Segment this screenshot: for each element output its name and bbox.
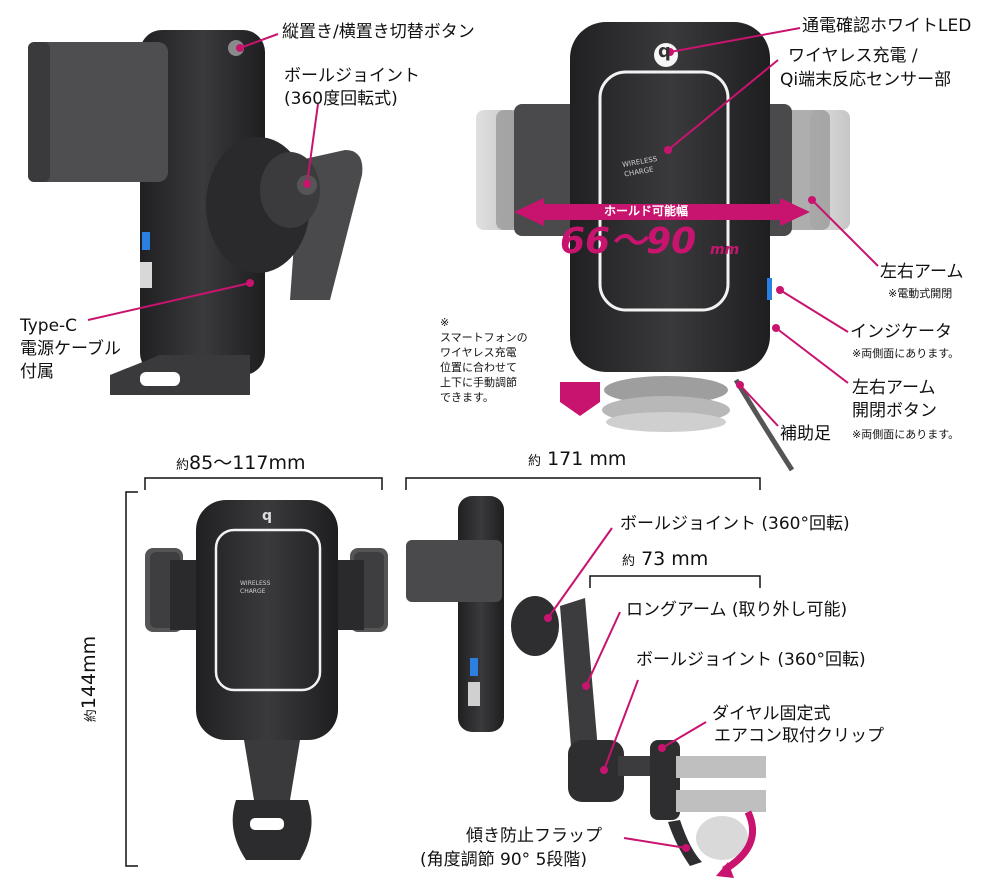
label-clip-2: エアコン取付クリップ	[714, 726, 884, 746]
label-orientation-button: 縦置き/横置き切替ボタン	[282, 22, 475, 42]
label-ball-joint-low: ボールジョイント (360°回転)	[636, 650, 866, 670]
label-indicator: インジケータ	[850, 322, 952, 342]
qi-icon: q	[658, 41, 671, 62]
leader-dots	[236, 44, 816, 852]
label-indicator-note: ※両側面にあります。	[852, 347, 960, 360]
label-arm-button-2: 開閉ボタン	[852, 401, 937, 421]
label-arms: 左右アーム	[880, 262, 964, 282]
charger-text-small-1: WIRELESS	[240, 580, 271, 587]
label-qi-sensor: Qi端末反応センサー部	[780, 70, 952, 90]
label-type-c-included: 付属	[20, 362, 54, 382]
dimension-width: 約85〜117mm	[176, 452, 306, 474]
hold-width-value: 66〜90	[560, 221, 697, 262]
label-manual-2: ワイヤレス充電	[440, 346, 517, 359]
label-ball-joint-top: ボールジョイント	[284, 66, 420, 86]
label-manual-4: 上下に手動調節	[440, 376, 517, 389]
bottom-front-view	[145, 500, 388, 860]
dimension-depth: 約 171 mm	[528, 448, 627, 470]
label-wireless: ワイヤレス充電 /	[788, 46, 918, 66]
label-led: 通電確認ホワイトLED	[802, 16, 972, 36]
rotate-arrow-icon	[722, 810, 756, 874]
label-aux-leg: 補助足	[780, 424, 831, 444]
label-manual-1: スマートフォンの	[440, 331, 528, 344]
label-ball-joint-top-sub: (360度回転式)	[284, 89, 398, 109]
leader-lines	[87, 27, 879, 849]
label-ball-joint-mid: ボールジョイント (360°回転)	[620, 514, 850, 534]
label-type-c-cable: 電源ケーブル	[20, 339, 121, 359]
qi-icon-bottom: q	[262, 508, 273, 524]
dimension-arm: 約 73 mm	[622, 548, 709, 570]
hold-width-unit: mm	[710, 242, 740, 258]
front-view-holder	[476, 22, 850, 472]
label-arm-button-note: ※両側面にあります。	[852, 428, 960, 441]
label-flap: 傾き防止フラップ	[466, 826, 602, 846]
dimension-height: 約144mm	[78, 635, 101, 723]
label-long-arm: ロングアーム (取り外し可能)	[626, 600, 848, 620]
label-clip: ダイヤル固定式	[712, 704, 831, 724]
hold-width-banner	[514, 198, 810, 226]
bottom-side-view	[406, 496, 766, 878]
label-arm-button: 左右アーム	[852, 378, 936, 398]
label-manual-3: 位置に合わせて	[440, 361, 517, 374]
label-manual-5: できます。	[440, 391, 494, 404]
dimension-lines	[125, 477, 761, 867]
label-flap-2: (角度調節 90° 5段階)	[420, 850, 588, 870]
label-arms-note: ※電動式開閉	[888, 287, 953, 300]
charger-text-small-2: CHARGE	[240, 588, 266, 595]
side-view-holder	[28, 30, 363, 395]
down-arrow-icon	[560, 362, 600, 416]
label-type-c: Type-C	[20, 316, 78, 336]
hold-width-title: ホールド可能幅	[604, 204, 689, 218]
label-manual-mark: ※	[440, 316, 450, 329]
